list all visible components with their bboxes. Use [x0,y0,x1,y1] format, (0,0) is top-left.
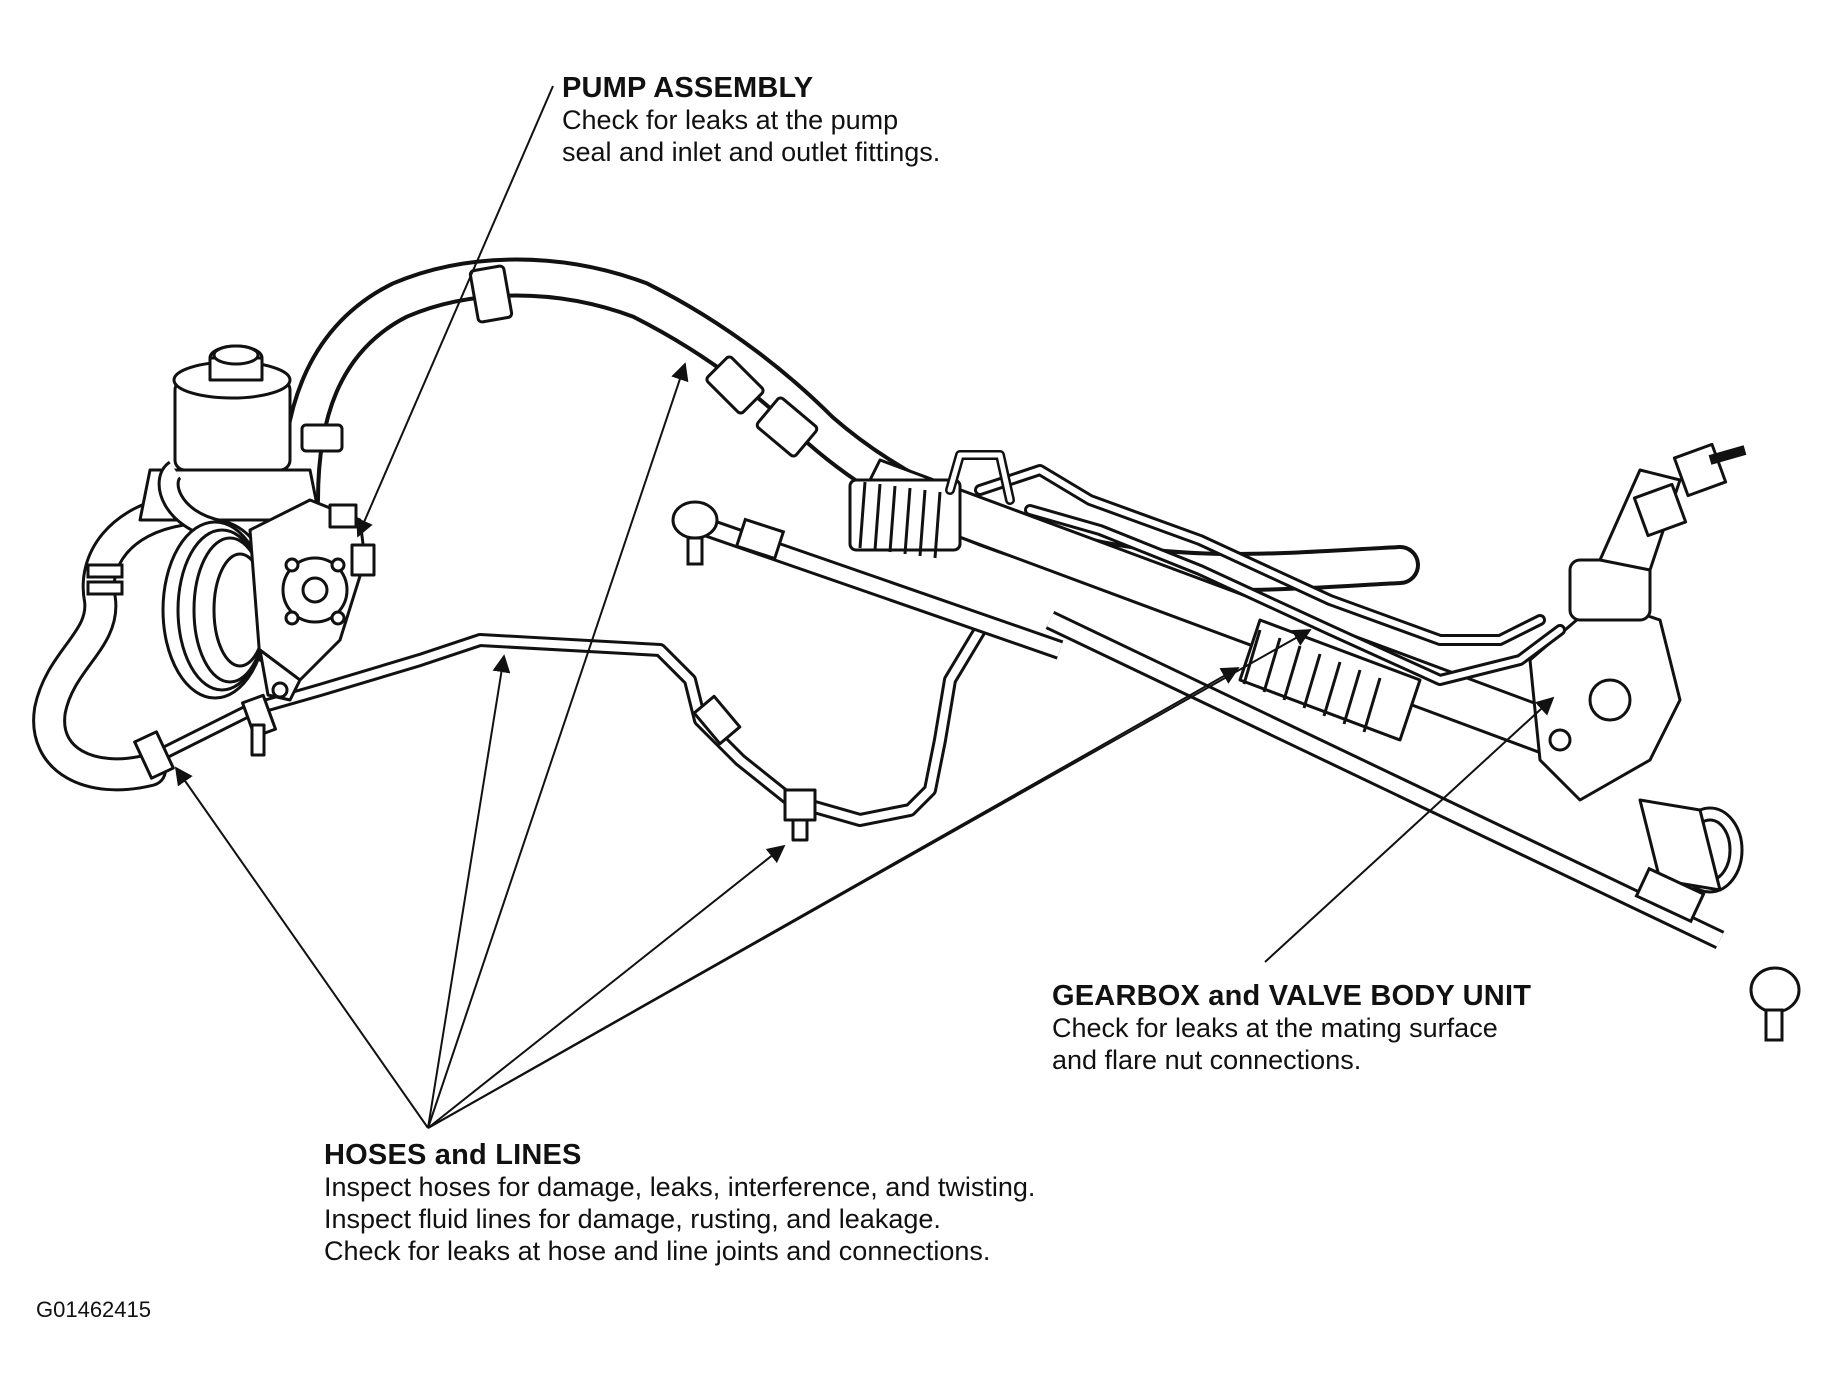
right-tie-rod-end [1634,866,1801,1042]
hoses-lines-line: Check for leaks at hose and line joints … [324,1235,991,1266]
gearbox-line: Check for leaks at the mating surface [1052,1013,1498,1044]
return-hose [32,493,197,792]
pump-assembly-line: seal and inlet and outlet fittings. [562,137,941,168]
pump-assembly-callout: PUMP ASSEMBLY Check for leaks at the pum… [562,71,940,169]
gearbox-callout: GEARBOX and VALVE BODY UNIT Check for le… [1052,979,1531,1077]
rack-fluid-lines [945,450,1566,686]
hoses-lines-line: Inspect hoses for damage, leaks, interfe… [324,1172,1036,1203]
pump-assembly-title: PUMP ASSEMBLY [562,72,814,104]
hoses-leader-arrow-3 [427,362,689,1129]
hoses-leader-arrow-6 [427,629,1312,1129]
leader-lines [174,85,1555,1129]
return-line [133,623,987,842]
hoses-leader-arrow-4 [427,844,786,1129]
hoses-lines-title: HOSES and LINES [324,1139,582,1171]
gearbox-line: and flare nut connections. [1052,1045,1362,1076]
gearbox-leader-arrow [1264,696,1555,963]
hoses-lines-callout: HOSES and LINES Inspect hoses for damage… [324,1138,1035,1268]
hoses-leader-arrow-2 [427,654,511,1129]
steering-rack [848,442,1747,950]
gearbox-title: GEARBOX and VALVE BODY UNIT [1052,980,1532,1012]
pump-leader-arrow [356,85,554,538]
hoses-lines-line: Inspect fluid lines for damage, rusting,… [324,1204,941,1235]
left-tie-rod-end [671,500,1064,660]
hoses-leader-arrow-1 [174,766,429,1129]
pump-assembly-line: Check for leaks at the pump [562,105,899,136]
figure-code: G01462415 [36,1297,151,1322]
pump-assembly [138,344,376,702]
